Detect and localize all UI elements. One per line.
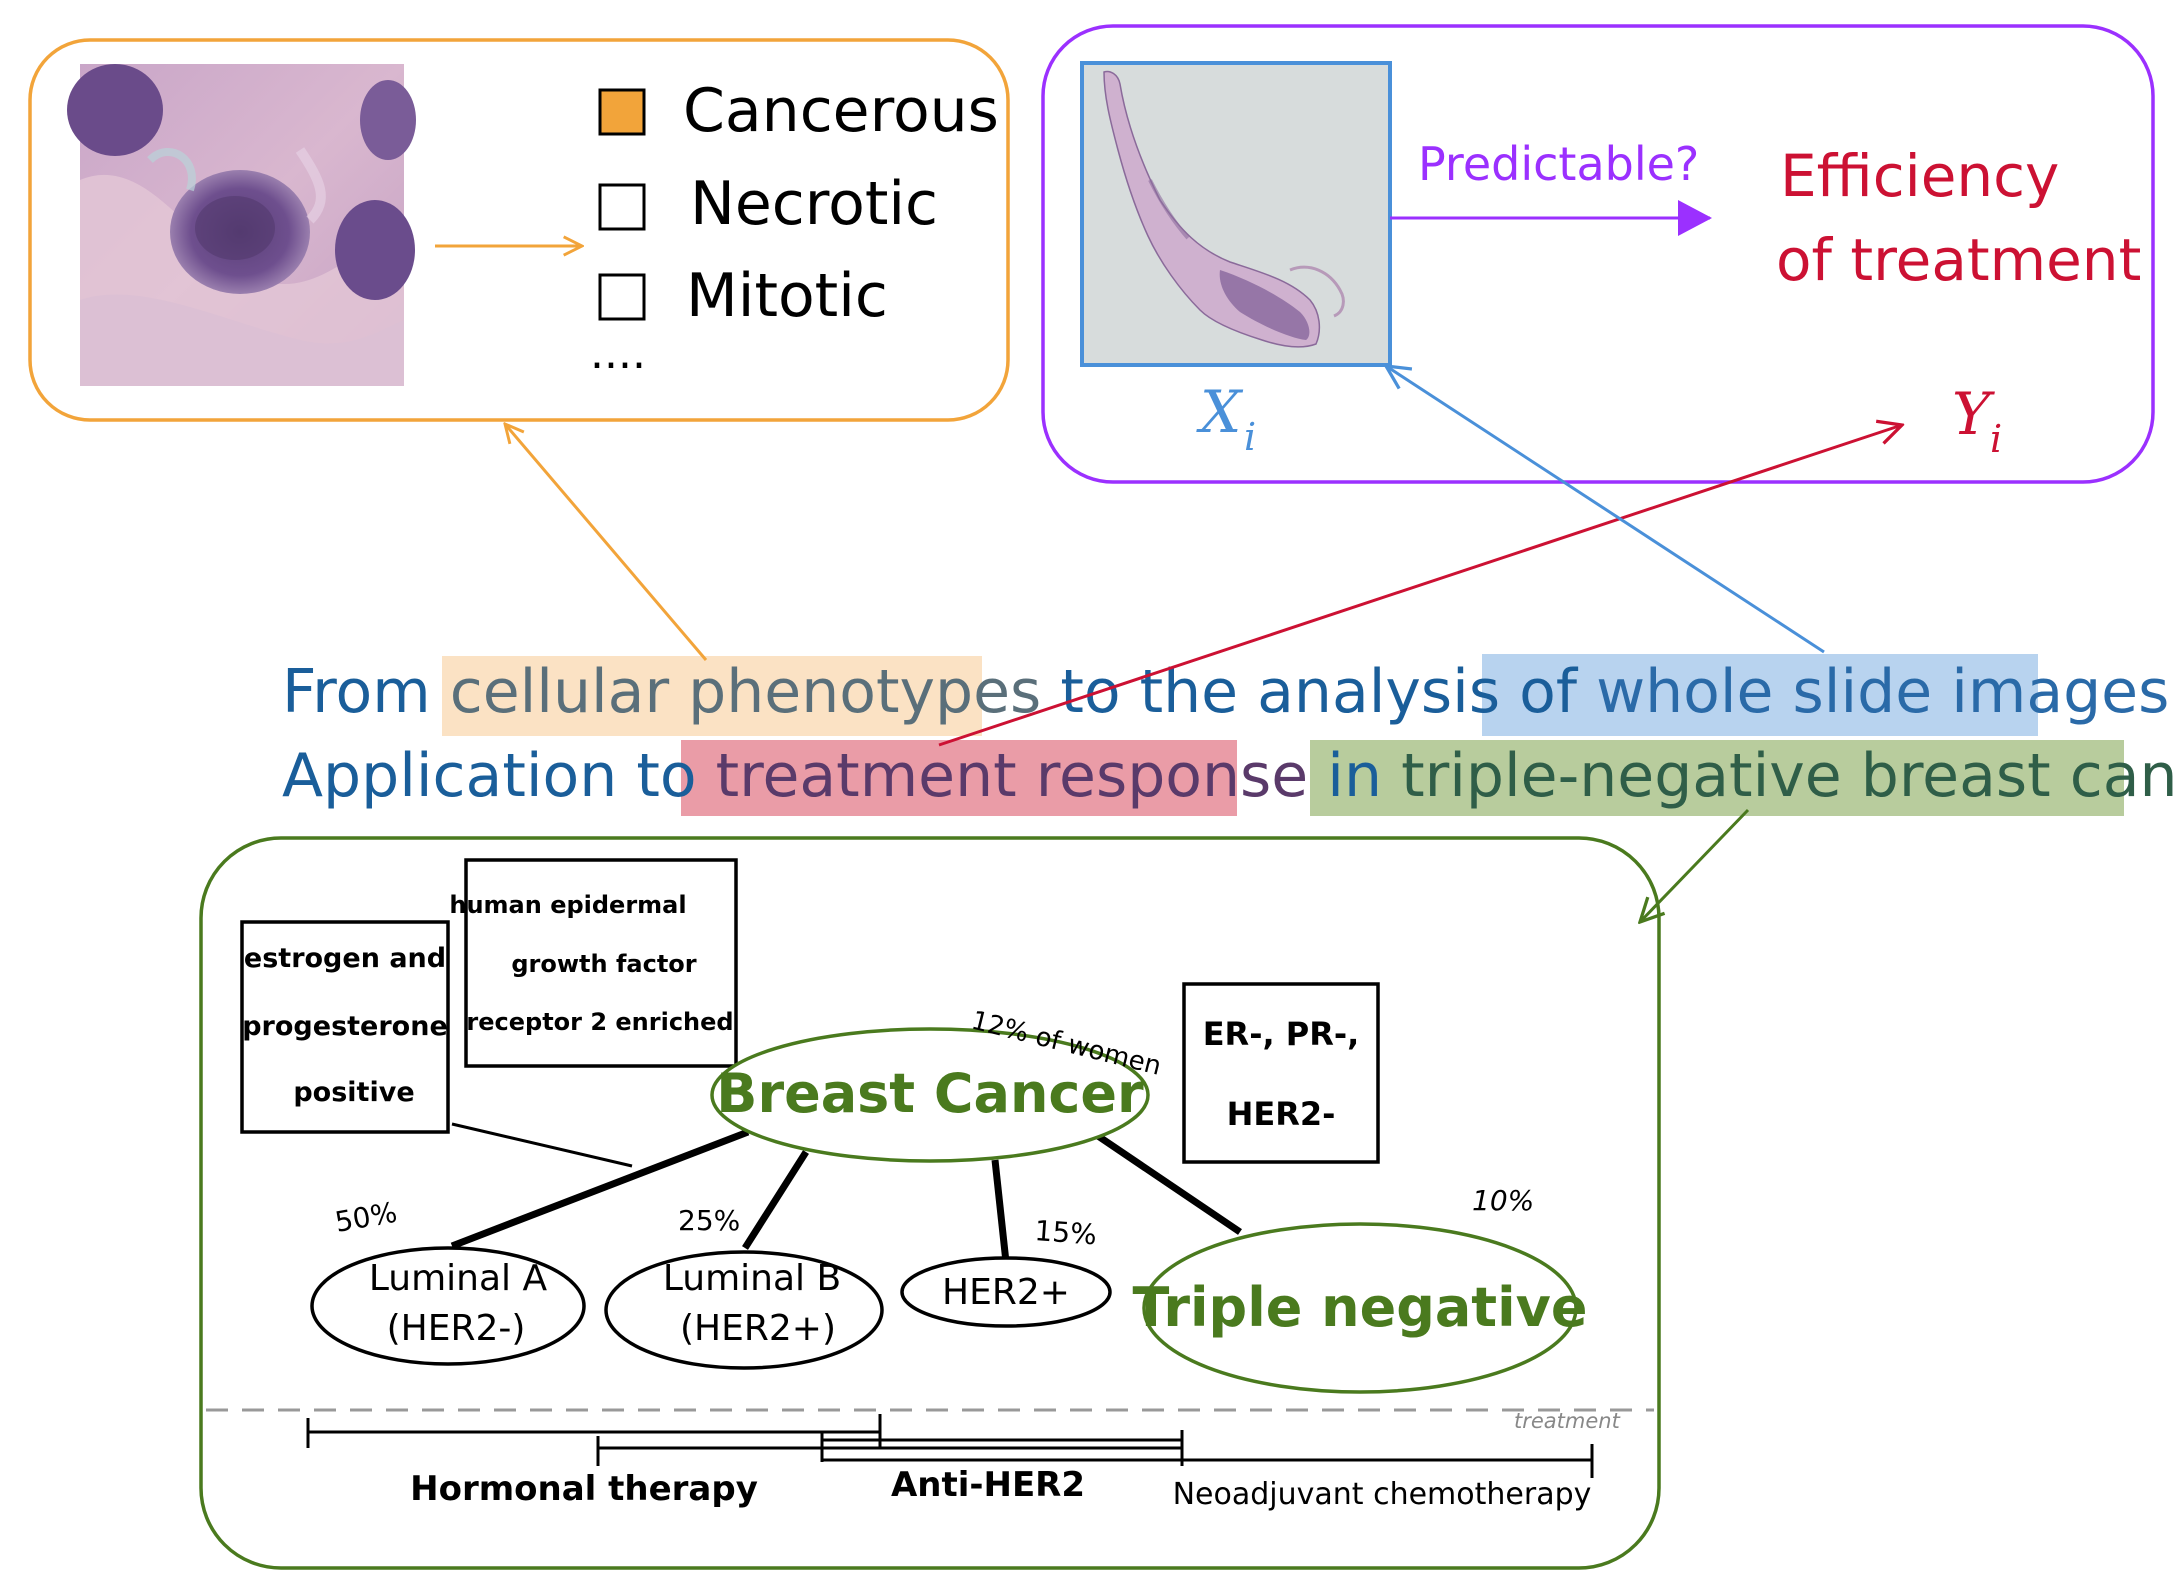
cell-histology-image [67,64,416,386]
hormone-box-line2: progesterone [242,1011,448,1042]
title-line2: Application to treatment response in tri… [282,741,2176,811]
breast-cancer-label: Breast Cancer [716,1062,1144,1125]
title-line2-part2: in [1308,741,1401,811]
her2-percent: 15% [1034,1214,1098,1251]
necrotic-label: Necrotic [690,169,938,239]
more-options-ellipsis: .... [590,328,646,379]
tn-box-line2: HER2- [1227,1095,1336,1133]
x-i-symbol: X i [1196,378,1256,459]
cancerous-label: Cancerous [683,76,999,146]
luminal-b-line1: Luminal B [663,1258,841,1299]
luminal-a-percent: 50% [332,1196,399,1239]
triple-negative-label: Triple negative [1133,1276,1588,1339]
predictable-arrow-head [1678,200,1712,236]
phenotype-panel: Cancerous Necrotic Mitotic .... [28,38,1010,422]
hormone-receptor-box: estrogen and progesterone positive [240,920,450,1134]
her2-positive-label: HER2+ [942,1272,1070,1313]
breast-cancer-node [710,1027,1150,1163]
phenotype-panel-border [28,38,1010,422]
luminal-b-percent: 25% [678,1204,740,1237]
wsi-connector-arrow [1386,366,1825,654]
triple-negative-definition-box: ER-, PR-, HER2- [1182,982,1380,1164]
title-triple-negative-breast-cancer: triple-negative breast cancer [1401,741,2176,811]
mitotic-checkbox[interactable] [598,273,646,321]
highlight-whole-slide-images [1482,654,2038,736]
tnbc-connector-arrow [1640,808,1750,922]
cancerous-checkbox[interactable] [598,88,646,136]
outcome-label-line2: of treatment [1776,226,2141,294]
edge-luminal-a [450,1128,750,1250]
highlight-cellular-phenotypes [442,656,982,736]
prediction-panel-border [1041,24,2155,484]
title-line1-part2: to the analysis of [1041,657,1596,727]
response-connector-arrow [938,425,1902,747]
luminal-b-node: Luminal B (HER2+) [604,1250,884,1370]
chemotherapy-span [822,1444,1594,1478]
treatment-divider-label: treatment [1514,1409,1621,1433]
triple-negative-percent: 10% [1472,1184,1534,1217]
mitotic-label: Mitotic [686,261,888,331]
edge-triple-negative [1096,1133,1242,1235]
x-subscript: i [1244,415,1256,459]
edge-luminal-b [742,1150,809,1250]
title-line1-part1: From [282,657,450,727]
prediction-panel: Predictable? Efficiency of treatment X i… [1041,24,2155,484]
highlight-triple-negative [1310,740,2124,816]
y-symbol: Y [1952,380,1995,448]
phenotype-connector-arrow [505,424,708,661]
x-symbol: X [1196,378,1244,446]
title-whole-slide-images: whole slide images: [1596,657,2176,727]
luminal-a-line1: Luminal A [369,1258,548,1299]
title-treatment-response: treatment response [716,741,1309,811]
her2-positive-node: HER2+ [900,1256,1112,1328]
chemotherapy-label: Neoadjuvant chemotherapy [1173,1477,1592,1512]
luminal-a-node: Luminal A (HER2-) [310,1246,586,1366]
title-line1: From cellular phenotypes to the analysis… [282,657,2176,727]
title-line2-part1: Application to [282,741,716,811]
tn-box-line1: ER-, PR-, [1203,1015,1360,1053]
y-i-symbol: Y i [1952,380,2002,461]
hormone-box-connector [451,1122,633,1168]
hormonal-therapy-label: Hormonal therapy [410,1469,758,1509]
hormone-box-line3: positive [293,1077,414,1108]
subtype-panel: estrogen and progesterone positive human… [199,836,1661,1570]
edge-her2 [991,1159,1010,1263]
luminal-b-line2: (HER2+) [680,1308,836,1349]
her2-box-line3: receptor 2 enriched [466,1008,733,1036]
necrotic-checkbox[interactable] [598,183,646,231]
y-subscript: i [1990,417,2002,461]
title-block: From cellular phenotypes to the analysis… [282,654,2176,816]
hormonal-therapy-span [306,1414,882,1448]
triple-negative-node: Triple negative [1133,1222,1588,1394]
luminal-a-line2: (HER2-) [387,1308,526,1349]
whole-slide-image [1080,61,1392,367]
anti-her2-label: Anti-HER2 [891,1465,1085,1505]
her2-box-line1: human epidermal [449,891,686,919]
subtype-panel-border [199,836,1661,1570]
outcome-label-line1: Efficiency [1780,142,2059,210]
predictable-label: Predictable? [1418,137,1699,191]
hormone-box-line1: estrogen and [244,943,446,974]
her2-box-line2: growth factor [511,950,696,978]
highlight-treatment-response [681,740,1237,816]
title-cellular-phenotypes: cellular phenotypes [450,657,1042,727]
her2-enriched-box: human epidermal growth factor receptor 2… [449,858,738,1068]
